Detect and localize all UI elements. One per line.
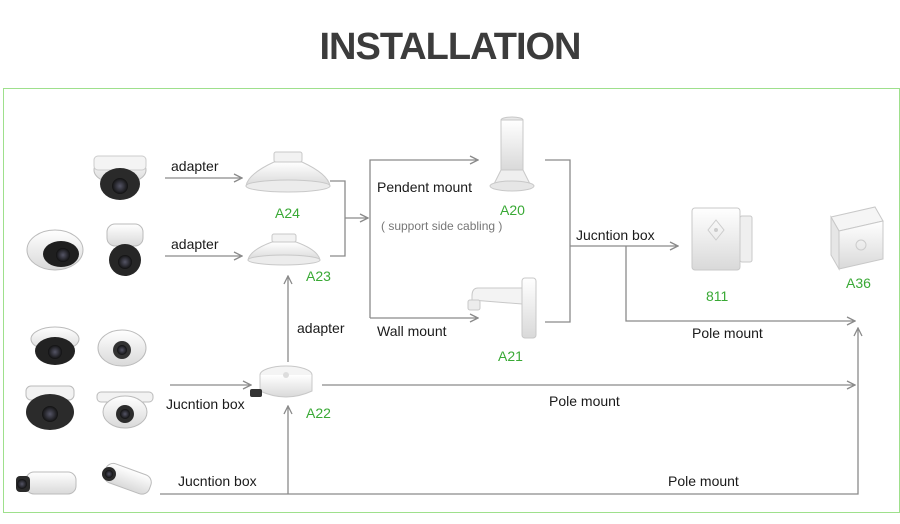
label-support-note: ( support side cabling )	[381, 219, 502, 233]
ir-dome-camera-icon	[96, 391, 154, 429]
arrow-bottom-to-a36	[160, 328, 858, 495]
code-811: 811	[706, 288, 729, 304]
connectors	[160, 159, 858, 495]
a20-pendent-mount-icon	[489, 116, 535, 192]
ptz-camera-icon	[106, 223, 144, 276]
label-adapter-mid: adapter	[171, 236, 219, 252]
vandal-dome-camera-icon	[25, 385, 75, 430]
code-a36: A36	[846, 275, 871, 291]
a23-adapter-icon	[247, 233, 321, 266]
code-a23: A23	[306, 268, 331, 284]
label-wall-mount: Wall mount	[377, 323, 447, 339]
a21-wall-mount-icon	[467, 277, 537, 339]
label-pole-mount-bottom: Pole mount	[668, 473, 739, 489]
page-title: INSTALLATION	[319, 26, 582, 68]
a22-junction-box-icon	[250, 365, 313, 398]
arrow-811-to-a36	[625, 246, 855, 321]
label-pendent-mount: Pendent mount	[377, 179, 472, 195]
arrow-to-a20	[369, 160, 478, 318]
code-a20: A20	[500, 202, 525, 218]
dome-camera-icon	[93, 155, 147, 200]
code-a22: A22	[306, 405, 331, 421]
turret-camera-icon	[30, 326, 80, 365]
label-junction-box-bottom: Jucntion box	[178, 473, 257, 489]
label-junction-box-left: Jucntion box	[166, 396, 245, 412]
a24-adapter-icon	[245, 151, 331, 193]
bracket-a24-a23	[330, 180, 346, 257]
a36-pole-mount-icon	[830, 206, 884, 271]
eyeball-camera-icon	[26, 229, 84, 271]
box-811-junction-icon	[691, 207, 753, 271]
bullet-camera-2-icon	[102, 462, 152, 495]
label-adapter-top: adapter	[171, 158, 219, 174]
label-adapter-vertical: adapter	[297, 320, 345, 336]
code-a21: A21	[498, 348, 523, 364]
code-a24: A24	[275, 205, 300, 221]
bullet-camera-icon	[16, 471, 77, 495]
label-pole-mount-mid: Pole mount	[549, 393, 620, 409]
mini-dome-camera-icon	[97, 329, 147, 367]
label-pole-mount-right: Pole mount	[692, 325, 763, 341]
bracket-a20-a21	[545, 159, 571, 323]
label-junction-box-right: Jucntion box	[576, 227, 655, 243]
